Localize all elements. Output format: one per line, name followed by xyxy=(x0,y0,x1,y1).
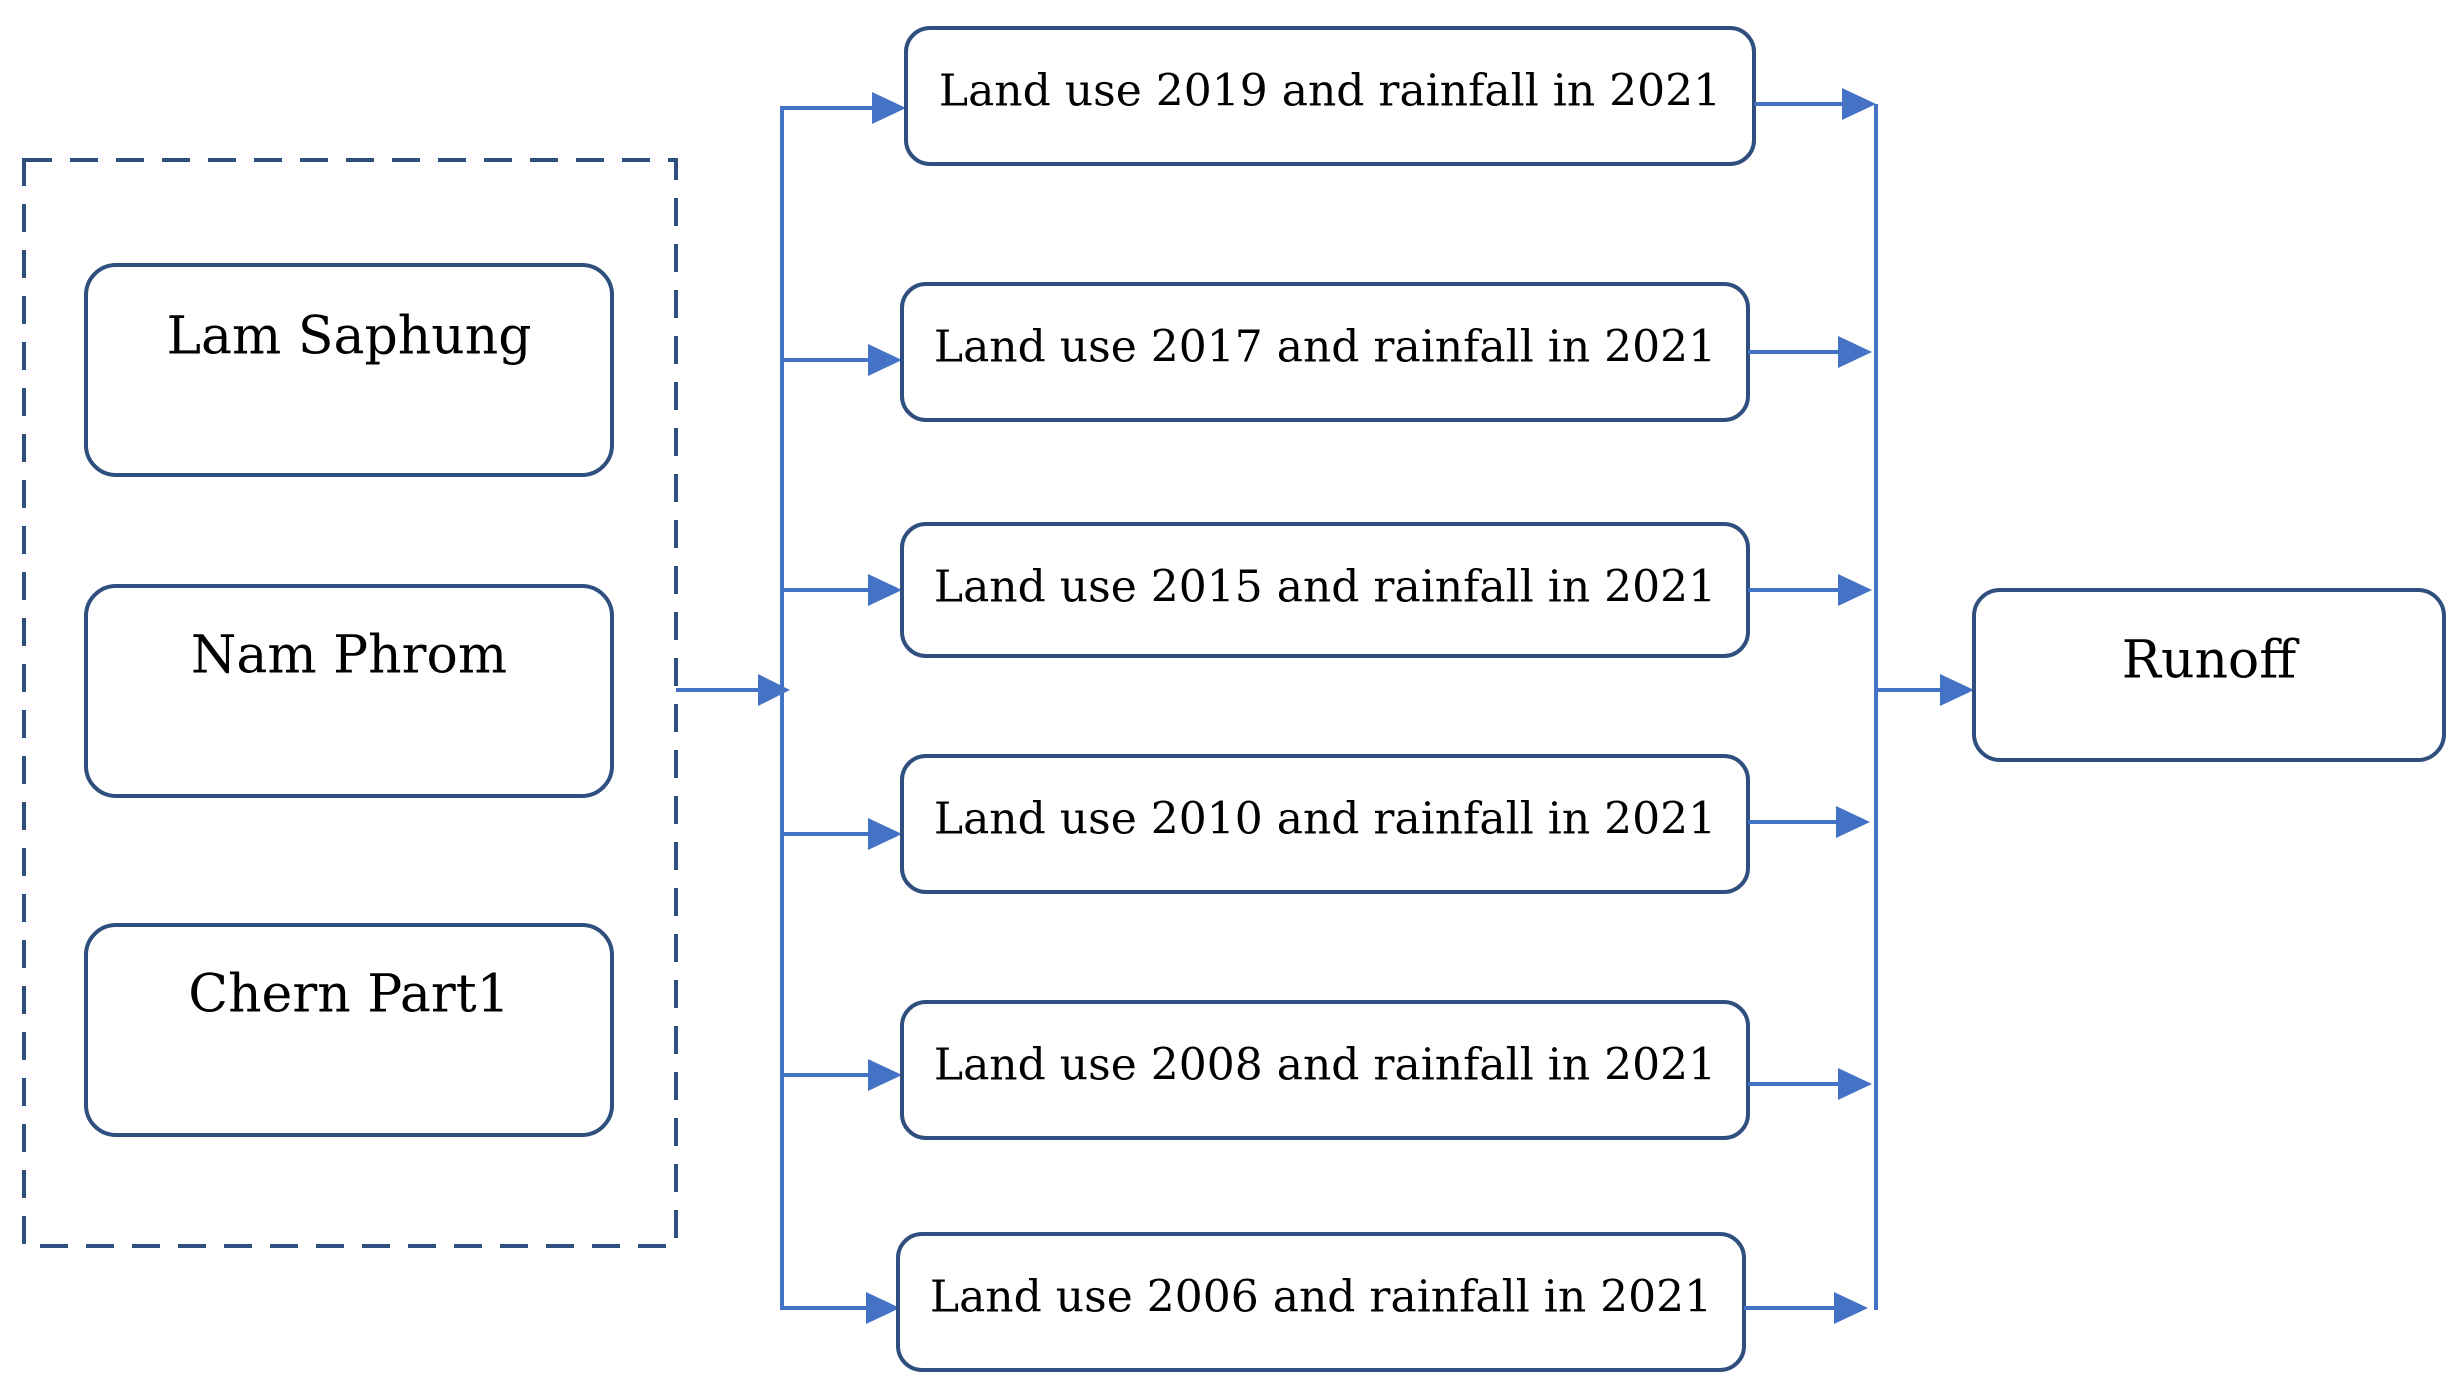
sites-group-dashed-box xyxy=(22,158,678,1248)
scenario-label: Land use 2019 and rainfall in 2021 xyxy=(939,66,1721,117)
group-to-trunk-connector xyxy=(676,674,790,706)
scenario-node-2006: Land use 2006 and rainfall in 2021 xyxy=(896,1232,1746,1372)
site-label: Nam Phrom xyxy=(191,626,507,686)
site-label: Lam Saphung xyxy=(166,307,531,367)
branch-connector-2010 xyxy=(782,818,902,850)
arrowhead xyxy=(868,818,902,850)
output-connector-2006 xyxy=(1744,1292,1868,1324)
branch-connector-2008 xyxy=(782,1059,902,1091)
scenario-label: Land use 2010 and rainfall in 2021 xyxy=(934,794,1716,845)
arrowhead xyxy=(1836,806,1870,838)
site-node-lam-saphung: Lam Saphung xyxy=(84,263,614,477)
trunk-to-runoff-connector xyxy=(1876,674,1974,706)
branch-connector-2006 xyxy=(782,1292,900,1324)
scenario-node-2008: Land use 2008 and rainfall in 2021 xyxy=(900,1000,1750,1140)
scenario-node-2017: Land use 2017 and rainfall in 2021 xyxy=(900,282,1750,422)
arrowhead xyxy=(1940,674,1974,706)
output-connector-2015 xyxy=(1748,574,1872,606)
scenario-label: Land use 2015 and rainfall in 2021 xyxy=(934,562,1716,613)
output-connector-2017 xyxy=(1748,336,1872,368)
arrowhead xyxy=(1842,88,1876,120)
arrowhead xyxy=(1838,336,1872,368)
scenario-node-2010: Land use 2010 and rainfall in 2021 xyxy=(900,754,1750,894)
arrowhead xyxy=(1838,574,1872,606)
output-connector-2010 xyxy=(1748,806,1870,838)
arrowhead xyxy=(758,674,790,706)
runoff-node: Runoff xyxy=(1972,588,2446,762)
arrowhead xyxy=(866,1292,900,1324)
scenario-node-2019: Land use 2019 and rainfall in 2021 xyxy=(904,26,1756,166)
arrowhead xyxy=(1838,1068,1872,1100)
output-connector-2019 xyxy=(1754,88,1876,120)
scenario-label: Land use 2008 and rainfall in 2021 xyxy=(934,1040,1716,1091)
scenario-node-2015: Land use 2015 and rainfall in 2021 xyxy=(900,522,1750,658)
site-node-chern-part1: Chern Part1 xyxy=(84,923,614,1137)
arrowhead xyxy=(872,92,906,124)
arrowhead xyxy=(868,1059,902,1091)
branch-connector-2019 xyxy=(782,92,906,124)
scenario-label: Land use 2006 and rainfall in 2021 xyxy=(930,1272,1712,1323)
arrowhead xyxy=(1834,1292,1868,1324)
scenario-label: Land use 2017 and rainfall in 2021 xyxy=(934,322,1716,373)
site-label: Chern Part1 xyxy=(188,965,509,1025)
arrowhead xyxy=(868,574,902,606)
site-node-nam-phrom: Nam Phrom xyxy=(84,584,614,798)
branch-connector-2017 xyxy=(782,344,902,376)
branch-connector-2015 xyxy=(782,574,902,606)
runoff-label: Runoff xyxy=(2122,631,2300,691)
arrowhead xyxy=(868,344,902,376)
output-connector-2008 xyxy=(1748,1068,1872,1100)
